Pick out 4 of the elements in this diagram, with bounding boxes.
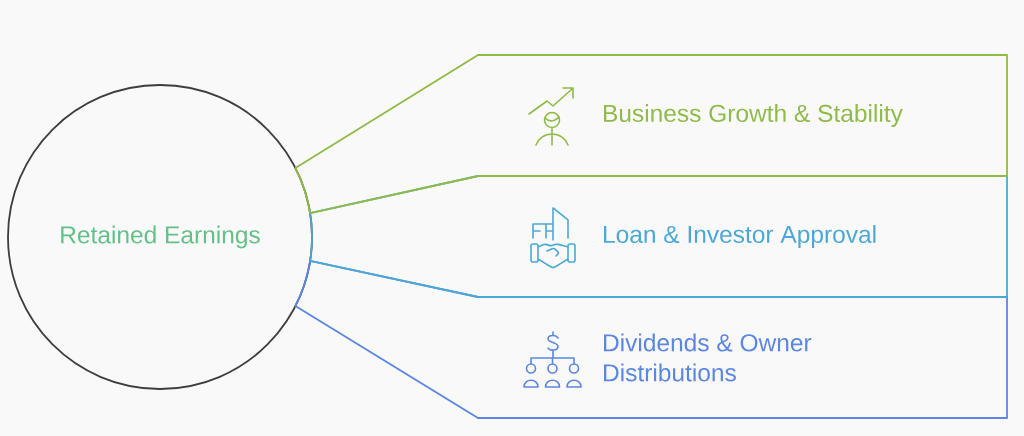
band: Loan & Investor Approval xyxy=(477,175,1008,298)
band: Business Growth & Stability xyxy=(477,54,1008,177)
connector xyxy=(294,54,479,215)
band: Dividends & Owner Distributions xyxy=(477,296,1008,419)
